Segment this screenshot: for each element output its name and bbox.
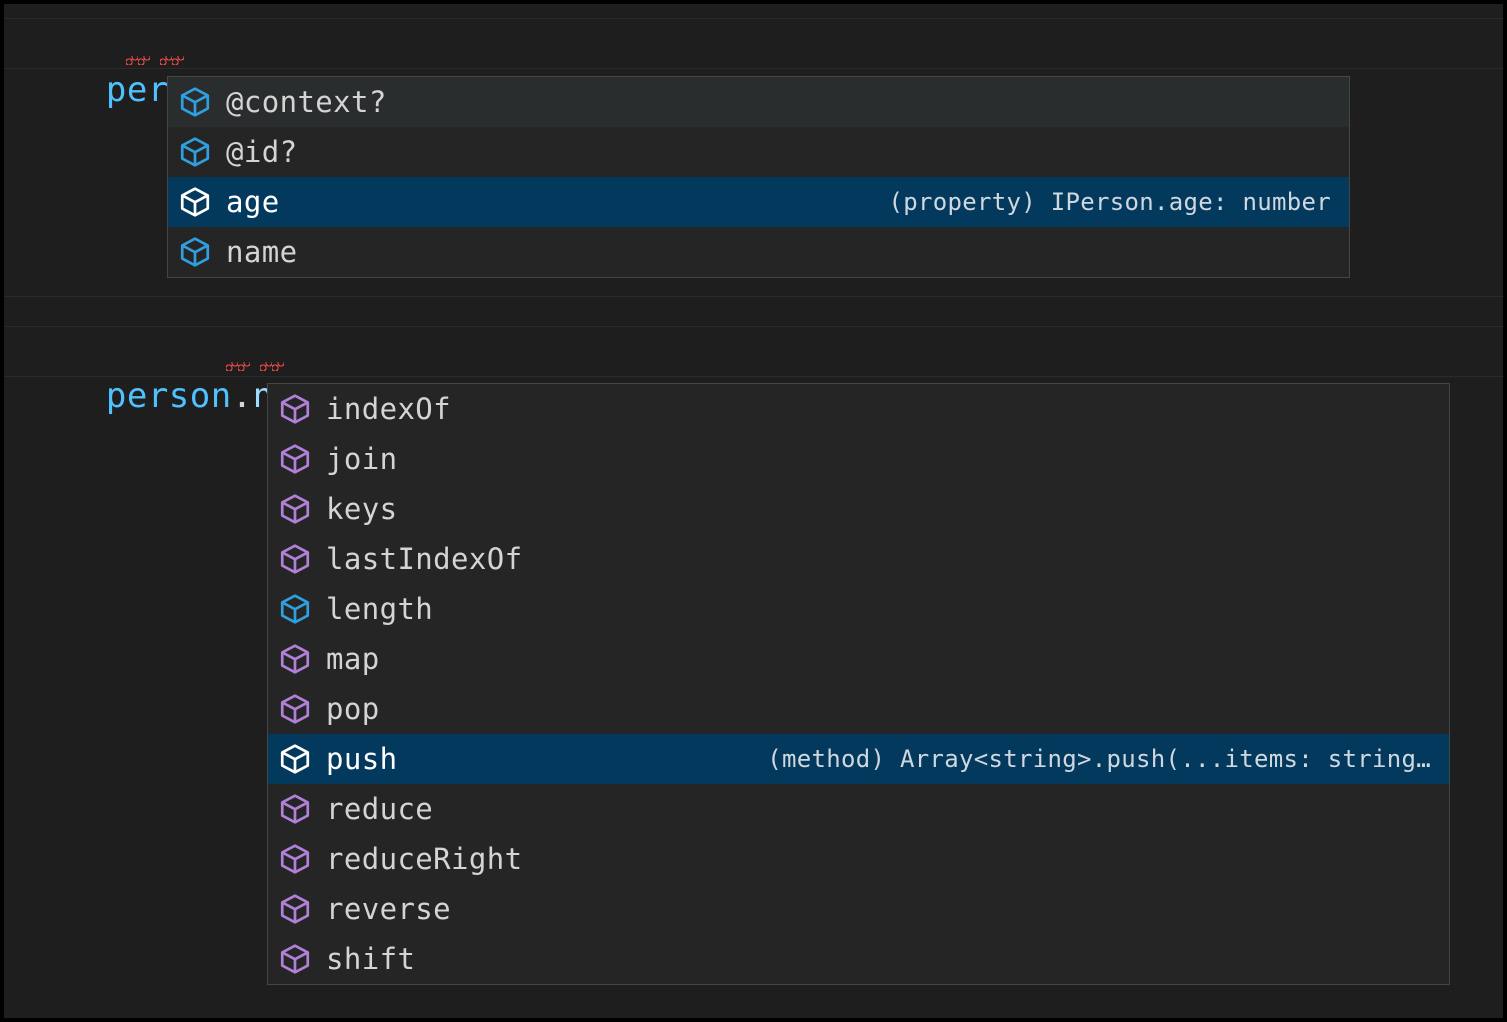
suggest-item-lastindexof[interactable]: lastIndexOf	[268, 534, 1449, 584]
error-squiggle	[160, 56, 184, 65]
cube-icon	[180, 87, 210, 117]
cube-method-icon	[278, 492, 326, 526]
cube-icon	[280, 644, 310, 674]
suggest-item-label: @id?	[226, 135, 298, 169]
suggest-item-name[interactable]: name	[168, 227, 1349, 277]
error-squiggle	[126, 56, 150, 65]
error-squiggle	[260, 362, 284, 371]
cube-icon	[280, 844, 310, 874]
cube-method-icon	[278, 442, 326, 476]
cube-icon	[280, 594, 310, 624]
suggest-item-label: push	[326, 742, 398, 776]
editor-line-divider	[4, 326, 1503, 327]
cube-method-icon	[278, 742, 326, 776]
suggest-item-keys[interactable]: keys	[268, 484, 1449, 534]
suggest-widget-person-name[interactable]: indexOf join keys lastIndexOf length map pop pu…	[267, 383, 1450, 985]
suggest-item-reverse[interactable]: reverse	[268, 884, 1449, 934]
cube-icon	[280, 394, 310, 424]
editor-line-divider	[4, 296, 1503, 297]
suggest-item-label: map	[326, 642, 380, 676]
cube-method-icon	[278, 942, 326, 976]
suggest-item-label: indexOf	[326, 392, 452, 426]
suggest-item-label: reverse	[326, 892, 452, 926]
suggest-item-age[interactable]: age (property) IPerson.age: number	[168, 177, 1349, 227]
suggest-item-indexof[interactable]: indexOf	[268, 384, 1449, 434]
cube-icon	[280, 794, 310, 824]
suggest-item-detail: (method) Array<string>.push(...items: st…	[767, 745, 1431, 773]
suggest-item-label: name	[226, 235, 298, 269]
suggest-item-reduceright[interactable]: reduceRight	[268, 834, 1449, 884]
suggest-item-length[interactable]: length	[268, 584, 1449, 634]
suggest-item-label: keys	[326, 492, 398, 526]
suggest-item--id-[interactable]: @id?	[168, 127, 1349, 177]
suggest-item-push[interactable]: push (method) Array<string>.push(...items…	[268, 734, 1449, 784]
cube-icon	[180, 137, 210, 167]
cube-icon	[180, 237, 210, 267]
suggest-item-label: shift	[326, 942, 416, 976]
cube-icon	[280, 544, 310, 574]
editor-line-divider	[4, 376, 1503, 377]
cube-icon	[280, 694, 310, 724]
suggest-item-shift[interactable]: shift	[268, 934, 1449, 984]
cube-method-icon	[278, 542, 326, 576]
suggest-item-join[interactable]: join	[268, 434, 1449, 484]
cube-method-icon	[278, 792, 326, 826]
code-token-variable: person	[105, 376, 232, 416]
cube-property-icon	[278, 592, 326, 626]
editor-line-divider	[4, 68, 1503, 69]
cube-property-icon	[178, 135, 226, 169]
suggest-item-label: reduceRight	[326, 842, 523, 876]
cube-method-icon	[278, 642, 326, 676]
code-editor[interactable]: person.; person.name.; @context?@id?age(…	[4, 4, 1503, 1018]
cube-icon	[180, 187, 210, 217]
suggest-item-label: join	[326, 442, 398, 476]
suggest-item-detail: (property) IPerson.age: number	[888, 188, 1331, 216]
cube-icon	[280, 444, 310, 474]
cube-property-icon	[178, 235, 226, 269]
suggest-item-reduce[interactable]: reduce	[268, 784, 1449, 834]
cube-icon	[280, 894, 310, 924]
error-squiggle	[226, 362, 250, 371]
suggest-item-map[interactable]: map	[268, 634, 1449, 684]
cube-method-icon	[278, 692, 326, 726]
cube-property-icon	[178, 185, 226, 219]
cube-icon	[280, 744, 310, 774]
cube-method-icon	[278, 842, 326, 876]
cube-icon	[280, 494, 310, 524]
cube-property-icon	[178, 85, 226, 119]
suggest-item-pop[interactable]: pop	[268, 684, 1449, 734]
editor-line-divider	[4, 18, 1503, 19]
code-token-dot: .	[231, 376, 253, 416]
cube-method-icon	[278, 392, 326, 426]
suggest-item-label: age	[226, 185, 280, 219]
suggest-item-label: @context?	[226, 85, 387, 119]
suggest-item--context-[interactable]: @context?	[168, 77, 1349, 127]
suggest-item-label: reduce	[326, 792, 434, 826]
suggest-item-label: lastIndexOf	[326, 542, 523, 576]
suggest-item-label: length	[326, 592, 434, 626]
suggest-item-label: pop	[326, 692, 380, 726]
suggest-widget-person[interactable]: @context? @id? age (property) IPerson.age: …	[167, 76, 1350, 278]
cube-method-icon	[278, 892, 326, 926]
cube-icon	[280, 944, 310, 974]
